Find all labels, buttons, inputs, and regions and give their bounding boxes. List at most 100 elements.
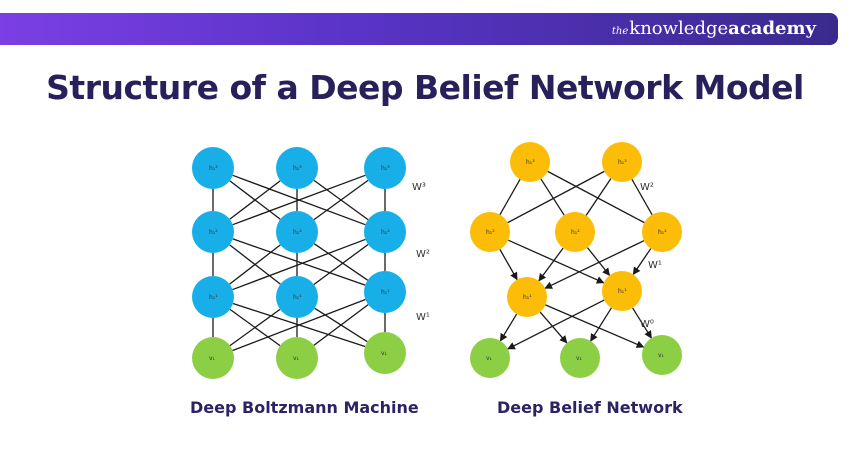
dbn-edge-l3-1-1 bbox=[499, 313, 518, 342]
dbn-node-l1-1: h₁³ bbox=[510, 142, 550, 182]
dbm-node-l2-3-label: h₁² bbox=[381, 229, 390, 236]
dbm-edge-l2-2-1 bbox=[229, 244, 281, 285]
caption-deep-boltzmann-machine: Deep Boltzmann Machine bbox=[190, 398, 419, 417]
dbn-edge-l1-2-1 bbox=[507, 170, 605, 224]
dbm-edge-l2-3-1 bbox=[232, 238, 366, 291]
dbm-node-l3-1: h₁¹ bbox=[192, 276, 234, 318]
dbm-node-l2-1-circle bbox=[192, 211, 234, 253]
dbm-node-l4-1-label: v₁ bbox=[209, 355, 216, 362]
dbm-node-l3-3-label: h₁¹ bbox=[381, 289, 390, 296]
dbm-node-l1-3-circle bbox=[364, 147, 406, 189]
dbn-node-l4-2-circle bbox=[560, 338, 600, 378]
edges bbox=[212, 170, 653, 352]
dbm-weight-label-2: W² bbox=[416, 249, 430, 260]
dbn-node-l3-2-circle bbox=[602, 271, 642, 311]
dbm-edge-l2-3-2 bbox=[313, 243, 369, 286]
dbm-edge-l1-3-2 bbox=[313, 179, 369, 221]
dbn-node-l2-2-label: h₁² bbox=[571, 229, 580, 236]
dbn-edge-l2-2-2 bbox=[586, 247, 611, 276]
dbn-node-l1-2: h₁³ bbox=[602, 142, 642, 182]
dbm-edge-l1-3-1 bbox=[232, 174, 366, 226]
dbm-weight-label-1: W³ bbox=[412, 182, 426, 193]
dbm-node-l4-2: v₁ bbox=[276, 337, 318, 379]
dbm-edge-l3-3-1 bbox=[232, 298, 366, 352]
dbm-node-l2-2-label: h₁² bbox=[293, 229, 302, 236]
dbn-node-l4-3-label: v₁ bbox=[658, 352, 665, 359]
dbm-node-l4-3-circle bbox=[364, 332, 406, 374]
brand-logo[interactable]: theknowledgeacademy bbox=[611, 18, 816, 39]
dbm-node-l3-2-label: h₁¹ bbox=[293, 294, 302, 301]
dbm-node-l2-3: h₁² bbox=[364, 211, 406, 253]
dbn-node-l2-2-circle bbox=[555, 212, 595, 252]
dbm-node-l3-1-circle bbox=[192, 276, 234, 318]
dbm-node-l1-1-circle bbox=[192, 147, 234, 189]
dbn-weight-label-2: W¹ bbox=[648, 260, 662, 271]
dbm-node-l3-2-circle bbox=[276, 276, 318, 318]
dbm-node-l2-1: h₁² bbox=[192, 211, 234, 253]
dbn-node-l1-1-label: h₁³ bbox=[526, 159, 535, 166]
dbn-node-l2-3: h₁² bbox=[642, 212, 682, 252]
dbn-node-l3-1: h₁¹ bbox=[507, 277, 547, 317]
dbn-node-l2-3-label: h₁² bbox=[658, 229, 667, 236]
dbn-node-l4-1-label: v₁ bbox=[486, 355, 493, 362]
dbm-edge-l1-2-1 bbox=[229, 180, 281, 220]
dbn-node-l2-1: h₁² bbox=[470, 212, 510, 252]
dbn-node-l3-2: h₁¹ bbox=[602, 271, 642, 311]
dbn-node-l1-1-circle bbox=[510, 142, 550, 182]
dbm-node-l4-2-circle bbox=[276, 337, 318, 379]
dbm-node-l1-2-circle bbox=[276, 147, 318, 189]
dbm-node-l1-1-label: h₁³ bbox=[209, 165, 218, 172]
dbn-edge-l1-2-3 bbox=[631, 179, 653, 215]
dbm-edge-l2-1-3 bbox=[232, 238, 366, 286]
dbm-node-l2-3-circle bbox=[364, 211, 406, 253]
dbm-node-l4-3-label: v₁ bbox=[381, 350, 388, 357]
dbn-node-l3-2-label: h₁¹ bbox=[618, 288, 627, 295]
dbm-node-l3-3-circle bbox=[364, 271, 406, 313]
dbn-edge-l2-3-2 bbox=[632, 248, 652, 276]
dbn-node-l1-2-label: h₁³ bbox=[618, 159, 627, 166]
dbn-node-l3-1-label: h₁¹ bbox=[523, 294, 532, 301]
dbm-node-l3-3: h₁¹ bbox=[364, 271, 406, 313]
dbm-node-l4-3: v₁ bbox=[364, 332, 406, 374]
dbn-edge-l1-1-3 bbox=[547, 170, 645, 224]
dbn-node-l3-1-circle bbox=[507, 277, 547, 317]
dbn-node-l2-3-circle bbox=[642, 212, 682, 252]
dbn-edge-l2-3-1 bbox=[544, 240, 645, 289]
nodes: h₁³ h₁³ h₁³ h₁² h₁² h₁² h₁¹ h₁¹ h₁¹ v₁ v₁ v₁ h₁³ h₁³ h… bbox=[192, 142, 682, 379]
dbm-node-l2-2-circle bbox=[276, 211, 318, 253]
dbm-node-l1-2-label: h₁³ bbox=[293, 165, 302, 172]
dbm-edge-l3-2-1 bbox=[229, 308, 281, 347]
dbm-node-l4-1: v₁ bbox=[192, 337, 234, 379]
dbm-node-l4-1-circle bbox=[192, 337, 234, 379]
dbm-edge-l2-2-3 bbox=[313, 243, 369, 281]
dbm-node-l3-2: h₁¹ bbox=[276, 276, 318, 318]
dbm-node-l3-1-label: h₁¹ bbox=[209, 294, 218, 301]
dbn-node-l1-2-circle bbox=[602, 142, 642, 182]
dbm-node-l1-2: h₁³ bbox=[276, 147, 318, 189]
dbn-edge-l3-2-2 bbox=[590, 307, 612, 342]
dbn-edge-l1-1-1 bbox=[499, 179, 521, 215]
dbm-node-l2-2: h₁² bbox=[276, 211, 318, 253]
dbn-weight-label-3: W⁰ bbox=[640, 319, 654, 330]
dbn-node-l4-2-label: v₁ bbox=[576, 355, 583, 362]
dbn-node-l2-1-circle bbox=[470, 212, 510, 252]
dbn-edge-l3-2-3 bbox=[632, 307, 652, 339]
dbn-node-l2-1-label: h₁² bbox=[486, 229, 495, 236]
dbn-edge-l3-2-1 bbox=[507, 299, 605, 350]
dbn-edge-l2-1-2 bbox=[507, 239, 605, 284]
page-title: Structure of a Deep Belief Network Model bbox=[46, 68, 804, 107]
dbm-node-l1-3-label: h₁³ bbox=[381, 165, 390, 172]
dbn-edge-l3-1-3 bbox=[545, 304, 645, 348]
caption-deep-belief-network: Deep Belief Network bbox=[497, 398, 683, 417]
dbm-node-l2-1-label: h₁² bbox=[209, 229, 218, 236]
dbn-node-l4-3: v₁ bbox=[642, 335, 682, 375]
dbn-edge-l1-2-2 bbox=[585, 178, 612, 216]
dbn-node-l4-3-circle bbox=[642, 335, 682, 375]
dbm-node-l4-2-label: v₁ bbox=[293, 355, 300, 362]
dbn-edge-l2-2-1 bbox=[538, 247, 564, 282]
dbn-weight-label-1: W² bbox=[640, 182, 654, 193]
dbn-edge-l3-1-2 bbox=[539, 311, 568, 344]
dbn-node-l2-2: h₁² bbox=[555, 212, 595, 252]
dbn-node-l4-1: v₁ bbox=[470, 338, 510, 378]
